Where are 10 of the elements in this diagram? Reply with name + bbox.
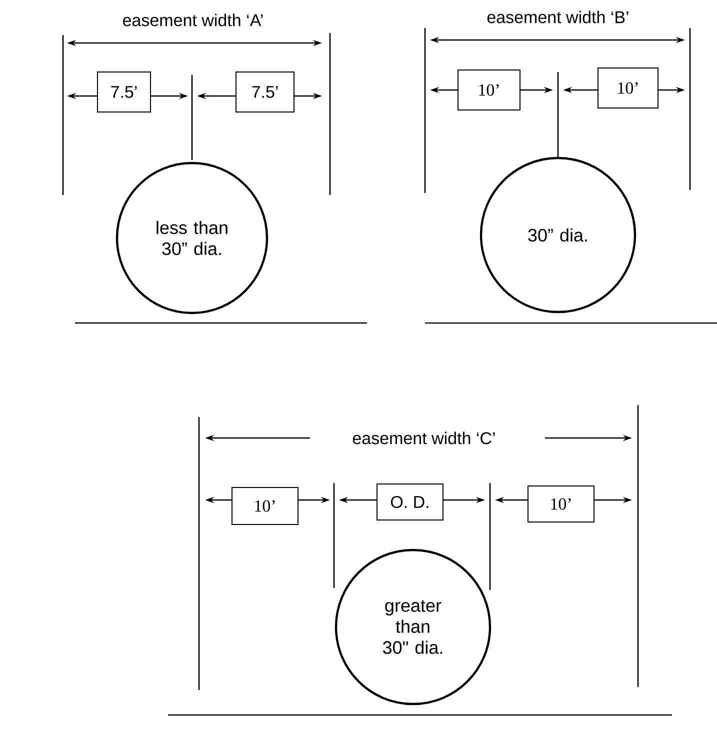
dimension-box: 7.5’ <box>97 72 151 112</box>
dimension-box: 10’ <box>232 487 298 525</box>
dimension-box: 10’ <box>458 70 520 110</box>
dimension-label: easement width ‘A’ <box>123 14 263 26</box>
dimension-box: 7.5’ <box>236 72 294 112</box>
dimension-box: O. D. <box>376 484 444 520</box>
dimension-box: 10’ <box>528 486 594 522</box>
dimension-label: easement width ‘C’ <box>352 432 495 444</box>
dimension-label: easement width ‘B’ <box>487 10 628 24</box>
dimension-box: 10’ <box>598 68 658 108</box>
